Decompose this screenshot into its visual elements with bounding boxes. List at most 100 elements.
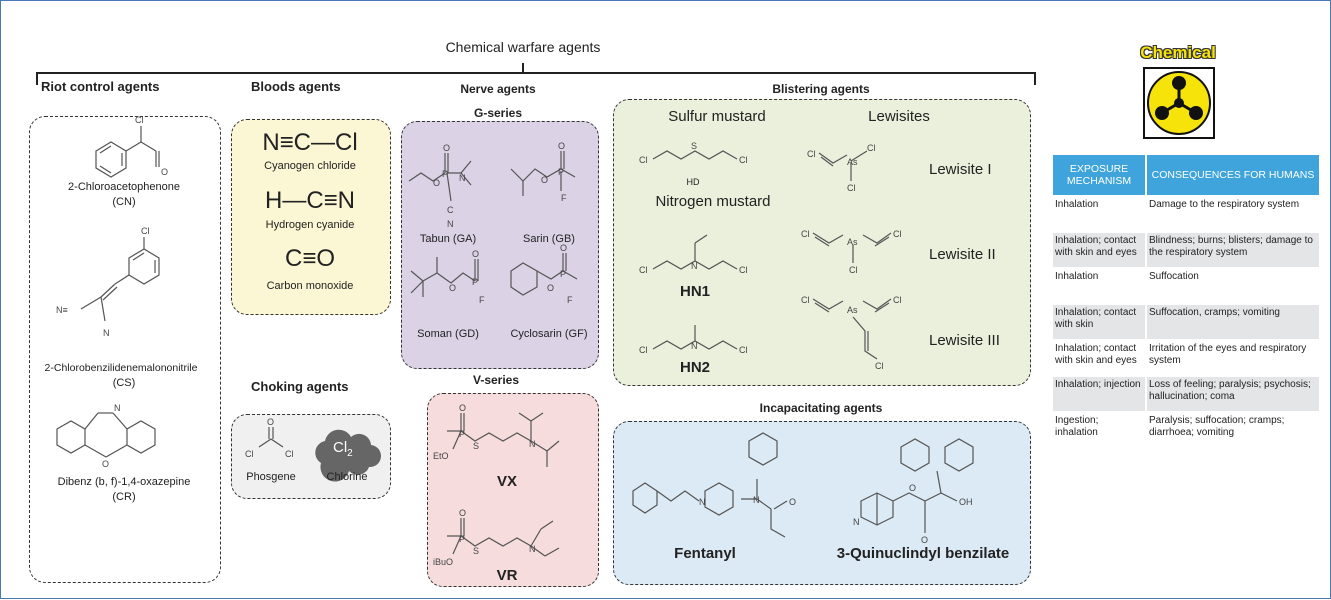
consequence-cell: Blindness; burns; blisters; damage to th… (1147, 233, 1319, 267)
svg-text:N: N (699, 497, 706, 507)
svg-text:O: O (433, 178, 440, 188)
cn-structure: ClO (95, 115, 168, 178)
exposure-cell: Inhalation; contact with skin and eyes (1053, 341, 1145, 375)
phosgene-name: Phosgene (246, 471, 296, 483)
svg-text:Cl: Cl (245, 449, 254, 459)
svg-text:P: P (472, 277, 478, 287)
chemical-hazard-label: Chemical (1140, 43, 1216, 62)
hydrogen-cyanide-name: Hydrogen cyanide (265, 219, 355, 231)
svg-text:As: As (847, 305, 858, 315)
hn1-name: HN1 (679, 283, 711, 300)
v-series-label: V-series (472, 373, 520, 387)
chlorine-formula: Cl2 (333, 439, 353, 459)
blistering-agents-title: Blistering agents (772, 82, 870, 96)
consequence-cell: Irritation of the eyes and respiratory s… (1147, 341, 1319, 375)
chlorine-cloud-icon (315, 429, 382, 482)
chlorine-name: Chlorine (326, 471, 368, 483)
svg-text:N: N (459, 173, 466, 183)
consequences-header: CONSEQUENCES FOR HUMANS (1147, 155, 1319, 195)
svg-text:O: O (443, 143, 450, 153)
svg-text:P: P (558, 167, 564, 177)
cyanogen-chloride-name: Cyanogen chloride (264, 160, 356, 172)
svg-text:Cl: Cl (801, 295, 810, 305)
hd-label: HD (686, 177, 700, 187)
cn-name: 2-Chloroacetophenone (68, 181, 180, 193)
svg-text:Cl: Cl (739, 265, 748, 275)
consequences-table: EXPOSURE MECHANISM CONSEQUENCES FOR HUMA… (1051, 153, 1321, 449)
cs-name: 2-Chlorobenzilidenemalononitrile (44, 362, 198, 374)
riot-control-box (29, 116, 221, 583)
lewisites-title: Lewisites (868, 108, 930, 125)
hydrogen-cyanide-formula: H—C≡N (265, 187, 355, 214)
svg-text:P: P (442, 169, 448, 179)
g-series-box (401, 121, 599, 369)
svg-text:F: F (561, 193, 567, 203)
incapacitating-agents-title: Incapacitating agents (759, 401, 883, 415)
lewisite-3-name: Lewisite III (929, 332, 1000, 349)
svg-text:Cl: Cl (807, 149, 816, 159)
soman-name: Soman (GD) (417, 328, 479, 340)
chemical-hazard-icon (1143, 67, 1215, 139)
cr-structure: ON (56, 403, 156, 469)
v-series-box (427, 393, 599, 587)
exposure-cell: Ingestion; inhalation (1053, 413, 1145, 447)
g-series-label: G-series (473, 106, 523, 120)
blood-agents-title: Bloods agents (251, 79, 341, 94)
consequence-cell: Damage to the respiratory system (1147, 197, 1319, 231)
svg-text:N: N (529, 544, 536, 554)
svg-text:O: O (558, 141, 565, 151)
svg-text:N: N (753, 495, 760, 505)
svg-text:Cl: Cl (639, 265, 648, 275)
sarin-name: Sarin (GB) (523, 233, 575, 245)
svg-text:Cl: Cl (847, 183, 856, 193)
svg-text:O: O (267, 417, 274, 427)
svg-text:O: O (161, 167, 168, 177)
svg-text:O: O (921, 535, 928, 545)
svg-text:O: O (560, 243, 567, 253)
svg-text:N: N (103, 328, 110, 338)
nerve-agents-title: Nerve agents (460, 82, 536, 96)
svg-text:F: F (479, 295, 485, 305)
svg-text:Cl: Cl (639, 345, 648, 355)
nitrogen-mustard-title: Nitrogen mustard (655, 193, 771, 210)
cr-code: (CR) (112, 491, 136, 503)
svg-text:N: N (447, 219, 454, 229)
exposure-cell: Inhalation; injection (1053, 377, 1145, 411)
svg-text:EtO: EtO (433, 451, 449, 461)
svg-text:Cl: Cl (849, 265, 858, 275)
phosgene-structure: O Cl Cl (245, 417, 294, 459)
table-header-row: EXPOSURE MECHANISM CONSEQUENCES FOR HUMA… (1053, 155, 1319, 195)
exposure-cell: Inhalation (1053, 197, 1145, 231)
svg-text:S: S (691, 141, 697, 151)
svg-text:Cl: Cl (801, 229, 810, 239)
svg-text:P: P (459, 429, 465, 439)
svg-text:O: O (789, 497, 796, 507)
svg-text:Cl: Cl (141, 226, 150, 236)
blood-agents-box (231, 119, 391, 315)
svg-text:S: S (473, 546, 479, 556)
cs-structure: Cl N≡N (56, 226, 160, 338)
svg-text:O: O (541, 175, 548, 185)
svg-text:N: N (691, 341, 698, 351)
svg-text:O: O (472, 249, 479, 259)
lewisite-2-name: Lewisite II (929, 246, 996, 263)
consequence-cell: Paralysis; suffocation; cramps; diarrhoe… (1147, 413, 1319, 447)
svg-text:P: P (459, 534, 465, 544)
incapacitating-agents-box (613, 421, 1031, 585)
cs-code: (CS) (112, 377, 136, 389)
exposure-cell: Inhalation; contact with skin and eyes (1053, 233, 1145, 267)
exposure-mechanism-header: EXPOSURE MECHANISM (1053, 155, 1145, 195)
riot-control-title: Riot control agents (41, 79, 160, 94)
consequence-cell: Suffocation (1147, 269, 1319, 303)
svg-text:Cl: Cl (285, 449, 294, 459)
vr-name: VR (496, 567, 518, 584)
exposure-cell: Inhalation; contact with skin (1053, 305, 1145, 339)
